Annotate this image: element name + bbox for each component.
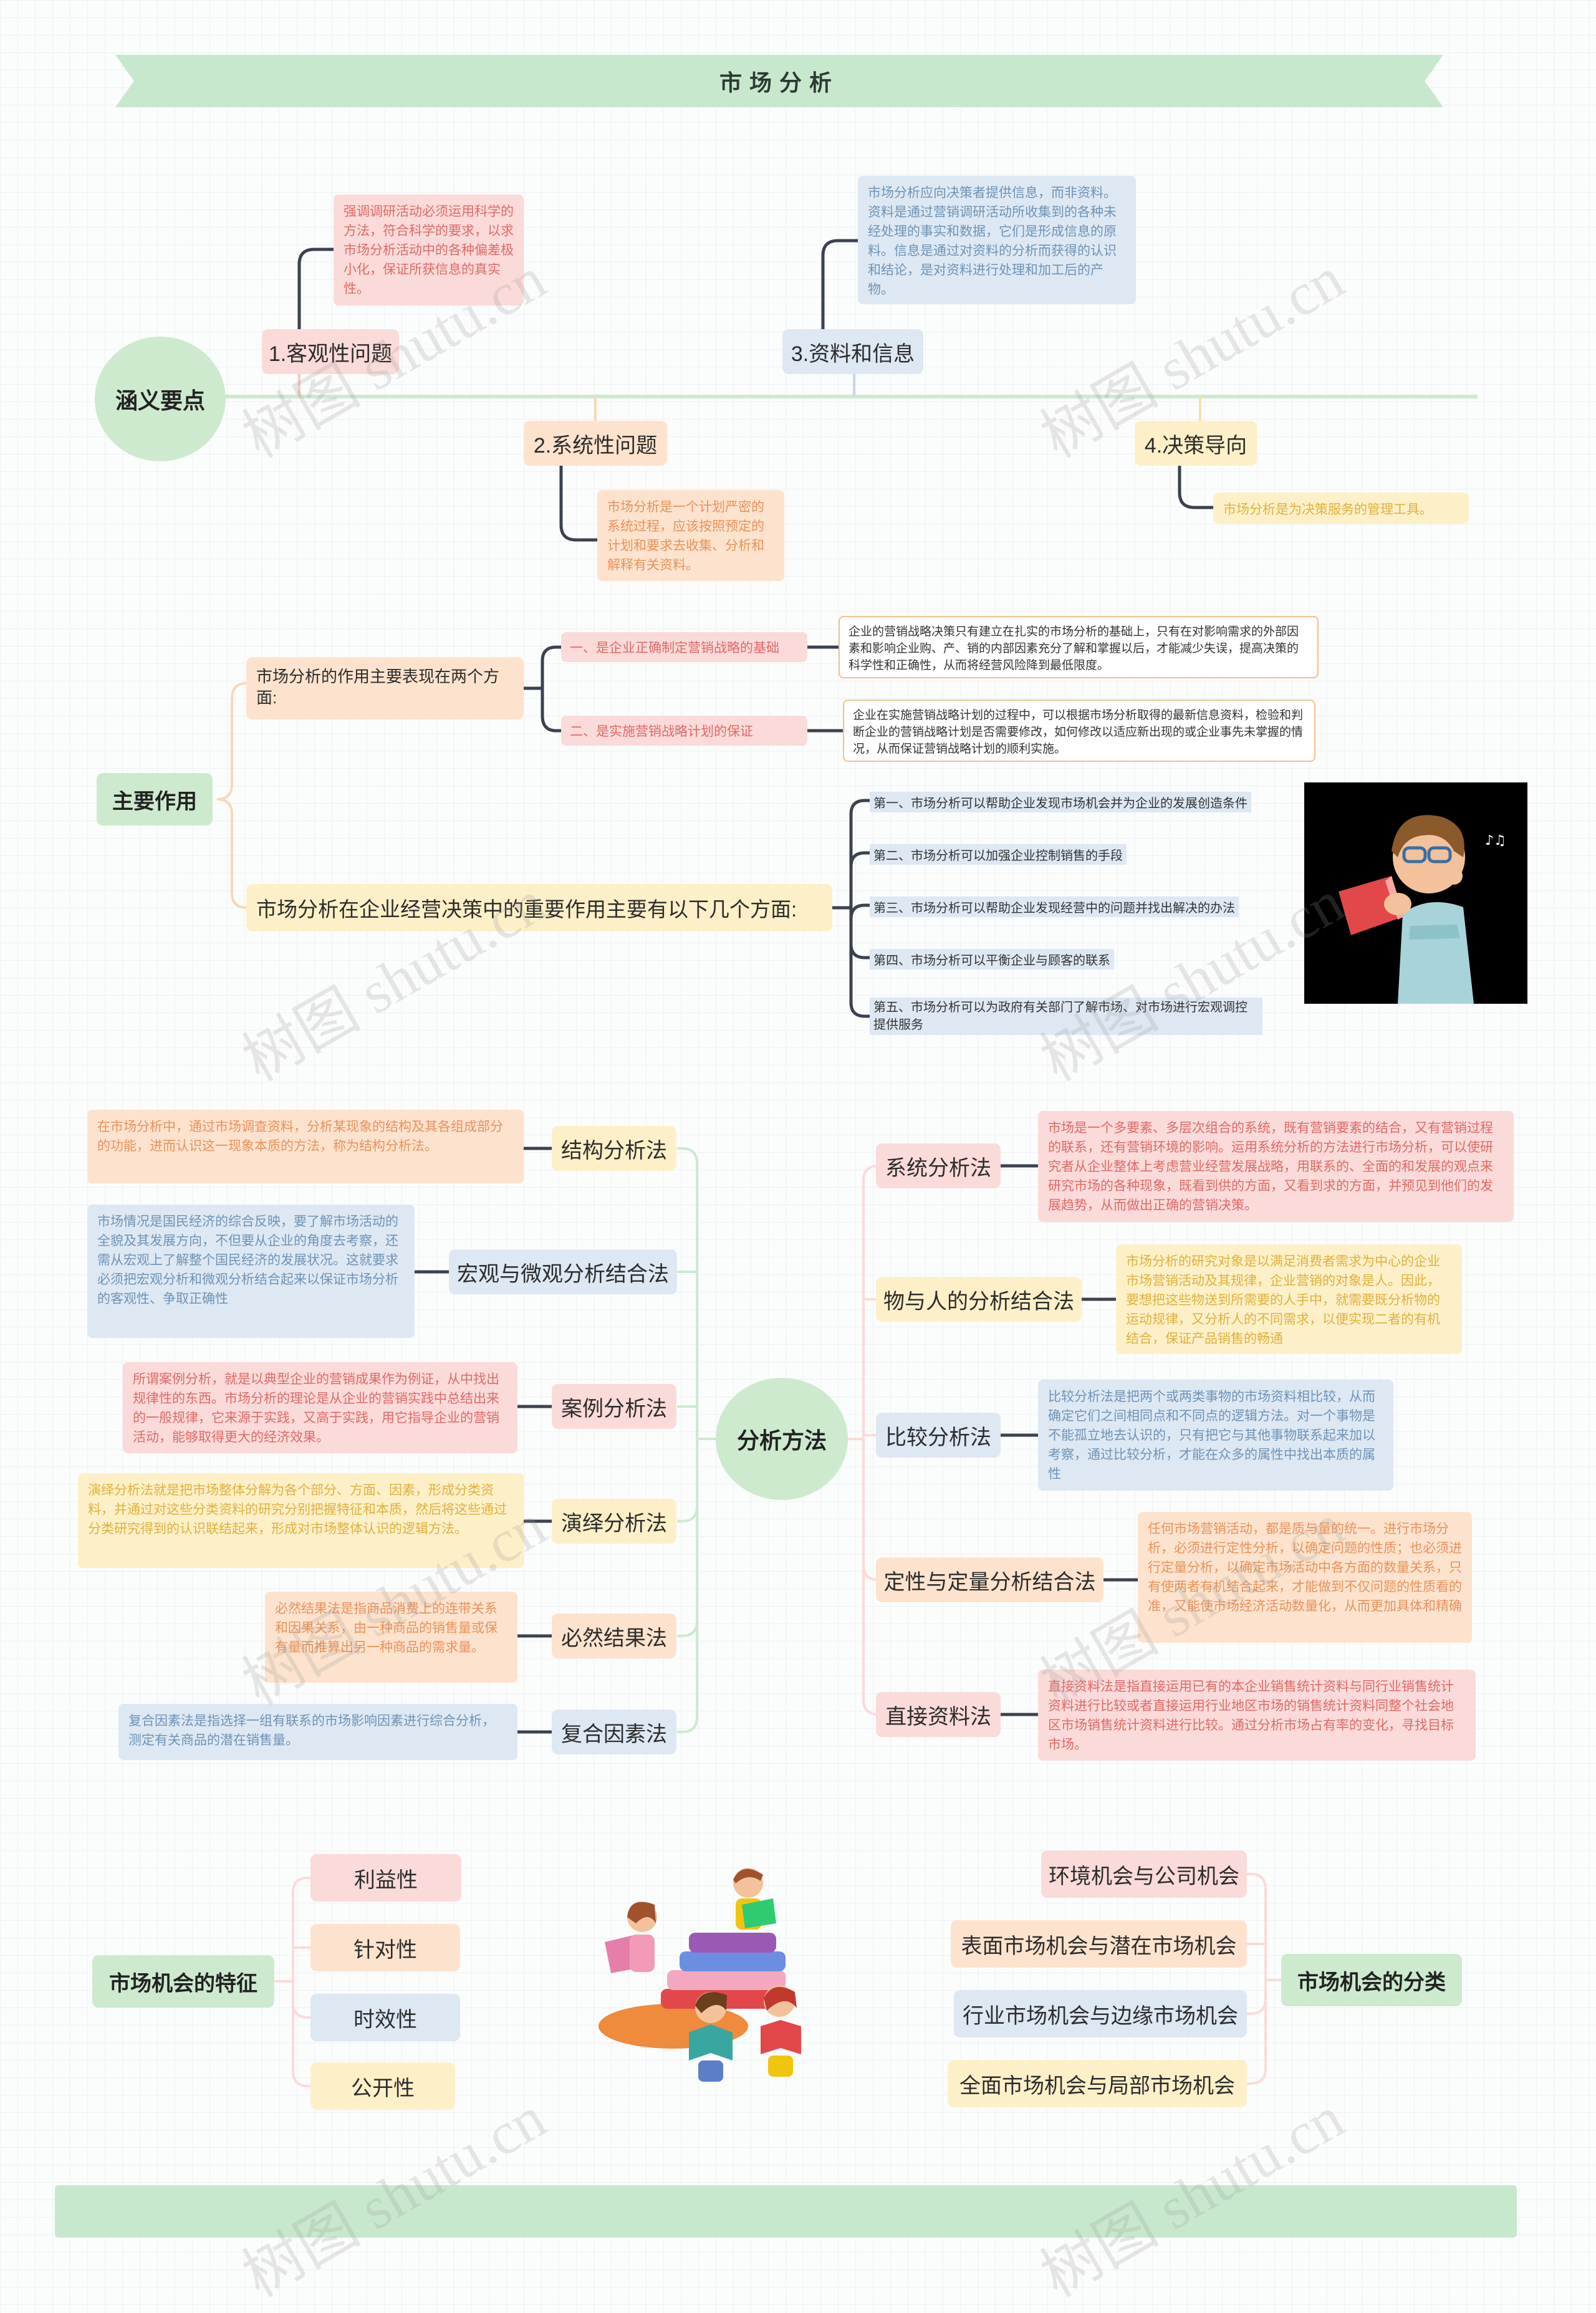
branch-label: 4.决策导向 bbox=[1144, 433, 1247, 458]
topic-label: 市场机会的特征 bbox=[109, 1971, 257, 1996]
role-point-5: 第五、市场分析可以为政府有关部门了解市场、对市场进行宏观调控提供服务 bbox=[870, 998, 1262, 1035]
title-banner: 市场分析 bbox=[115, 55, 1443, 107]
note-object-person: 市场分析的研究对象是以满足消费者需求为中心的企业市场营销活动及其规律，企业营销的… bbox=[1116, 1244, 1462, 1354]
method-composite[interactable]: 复合因素法 bbox=[552, 1710, 676, 1754]
svg-text:♪♫: ♪♫ bbox=[1485, 833, 1506, 849]
method-comparison[interactable]: 比较分析法 bbox=[876, 1413, 1001, 1458]
note-inevitable: 必然结果法是指商品消费上的连带关系和因果关系，由一种商品的销售量或保有量而推算出… bbox=[265, 1592, 517, 1683]
branch-decision[interactable]: 4.决策导向 bbox=[1135, 421, 1257, 466]
role-item-strategy-basis[interactable]: 一、是企业正确制定营销战略的基础 bbox=[561, 632, 807, 662]
branch-label: 2.系统性问题 bbox=[533, 433, 658, 458]
method-object-person[interactable]: 物与人的分析结合法 bbox=[876, 1277, 1082, 1322]
topic-label: 分析方法 bbox=[736, 1428, 827, 1453]
topic-label: 主要作用 bbox=[112, 789, 197, 814]
branch-systematic[interactable]: 2.系统性问题 bbox=[524, 421, 667, 466]
method-qual-quant[interactable]: 定性与定量分析结合法 bbox=[876, 1557, 1103, 1602]
role-point-3: 第三、市场分析可以帮助企业发现经营中的问题并找出解决的办法 bbox=[870, 897, 1239, 917]
topic-opportunity-features[interactable]: 市场机会的特征 bbox=[92, 1955, 274, 2008]
note-direct-data: 直接资料法是指直接运用已有的本企业销售统计资料与同行业销售统计资料进行比较或者直… bbox=[1038, 1670, 1476, 1761]
role-note-strategy-basis: 企业的营销战略决策只有建立在扎实的市场分析的基础上，只有在对影响需求的外部因素和… bbox=[839, 616, 1319, 678]
note-composite: 复合因素法是指选择一组有联系的市场影响因素进行综合分析，测定有关商品的潜在销售量… bbox=[118, 1704, 517, 1760]
footer-bar bbox=[55, 2185, 1517, 2238]
type-industry-edge[interactable]: 行业市场机会与边缘市场机会 bbox=[954, 1990, 1247, 2037]
topic-label: 涵义要点 bbox=[115, 388, 205, 413]
role-point-1: 第一、市场分析可以帮助企业发现市场机会并为企业的发展创造条件 bbox=[870, 792, 1251, 812]
note-deduction: 演绎分析法就是把市场整体分解为各个部分、方面、因素，形成分类资料，并通过对这些分… bbox=[78, 1473, 524, 1568]
method-case[interactable]: 案例分析法 bbox=[552, 1384, 676, 1429]
method-system[interactable]: 系统分析法 bbox=[876, 1143, 1001, 1188]
kids-reading-illustration bbox=[586, 1861, 835, 2085]
note-system: 市场是一个多要素、多层次组合的系统，既有营销要素的结合，又有营销过程的联系，还有… bbox=[1038, 1111, 1514, 1222]
role-point-2: 第二、市场分析可以加强企业控制销售的手段 bbox=[870, 844, 1127, 865]
note-objectivity: 强调调研活动必须运用科学的方法，符合科学的要求，以求市场分析活动中的各种偏差极小… bbox=[334, 195, 524, 305]
method-structure[interactable]: 结构分析法 bbox=[552, 1126, 676, 1171]
method-direct-data[interactable]: 直接资料法 bbox=[876, 1692, 1001, 1737]
note-data-info: 市场分析应向决策者提供信息，而非资料。资料是通过营销调研活动所收集到的各种未经处… bbox=[858, 176, 1136, 304]
note-systematic: 市场分析是一个计划严密的系统过程，应该按照预定的计划和要求去收集、分析和解释有关… bbox=[597, 490, 784, 581]
note-qual-quant: 任何市场营销活动，都是质与量的统一。进行市场分析，必须进行定性分析，以确定问题的… bbox=[1138, 1512, 1472, 1643]
role-decision-aspects[interactable]: 市场分析在企业经营决策中的重要作用主要有以下几个方面: bbox=[246, 884, 832, 931]
page-title: 市场分析 bbox=[719, 70, 839, 95]
note-comparison: 比较分析法是把两个或两类事物的市场资料相比较，从而确定它们之间相同点和不同点的逻… bbox=[1038, 1380, 1393, 1491]
method-deduction[interactable]: 演绎分析法 bbox=[552, 1499, 676, 1544]
reading-man-illustration: ♪♫ bbox=[1304, 782, 1527, 1004]
topic-opportunity-types[interactable]: 市场机会的分类 bbox=[1281, 1954, 1462, 2006]
type-env-company[interactable]: 环境机会与公司机会 bbox=[1041, 1850, 1247, 1898]
branch-data-info[interactable]: 3.资料和信息 bbox=[782, 329, 923, 374]
note-case: 所谓案例分析，就是以典型企业的营销成果作为例证，从中找出规律性的东西。市场分析的… bbox=[123, 1362, 517, 1453]
note-decision: 市场分析是为决策服务的管理工具。 bbox=[1213, 493, 1469, 524]
feature-openness[interactable]: 公开性 bbox=[310, 2062, 455, 2110]
topic-methods[interactable]: 分析方法 bbox=[716, 1378, 848, 1500]
role-two-aspects[interactable]: 市场分析的作用主要表现在两个方面: bbox=[246, 657, 524, 719]
branch-label: 3.资料和信息 bbox=[791, 342, 915, 366]
method-inevitable[interactable]: 必然结果法 bbox=[552, 1613, 676, 1658]
type-surface-potential[interactable]: 表面市场机会与潜在市场机会 bbox=[951, 1920, 1247, 1968]
method-macro-micro[interactable]: 宏观与微观分析结合法 bbox=[449, 1249, 677, 1294]
topic-label: 市场机会的分类 bbox=[1297, 1970, 1446, 1994]
role-point-4: 第四、市场分析可以平衡企业与顾客的联系 bbox=[870, 949, 1114, 969]
feature-targeted[interactable]: 针对性 bbox=[310, 1924, 460, 1971]
role-note-plan-guarantee: 企业在实施营销战略计划的过程中，可以根据市场分析取得的最新信息资料，检验和判断企… bbox=[843, 700, 1315, 762]
note-structure: 在市场分析中，通过市场调查资料，分析某现象的结构及其各组成部分的功能，进而认识这… bbox=[87, 1110, 524, 1183]
note-macro-micro: 市场情况是国民经济的综合反映，要了解市场活动的全貌及其发展方向，不但要从企业的角… bbox=[87, 1205, 415, 1338]
branch-label: 1.客观性问题 bbox=[268, 342, 393, 366]
topic-zhuyao[interactable]: 主要作用 bbox=[97, 773, 213, 825]
feature-benefit[interactable]: 利益性 bbox=[310, 1854, 461, 1902]
role-item-plan-guarantee[interactable]: 二、是实施营销战略计划的保证 bbox=[561, 716, 807, 746]
type-overall-local[interactable]: 全面市场机会与局部市场机会 bbox=[948, 2060, 1247, 2107]
feature-timeliness[interactable]: 时效性 bbox=[310, 1994, 460, 2041]
topic-hanyi[interactable]: 涵义要点 bbox=[95, 337, 226, 461]
branch-objectivity[interactable]: 1.客观性问题 bbox=[262, 329, 399, 374]
